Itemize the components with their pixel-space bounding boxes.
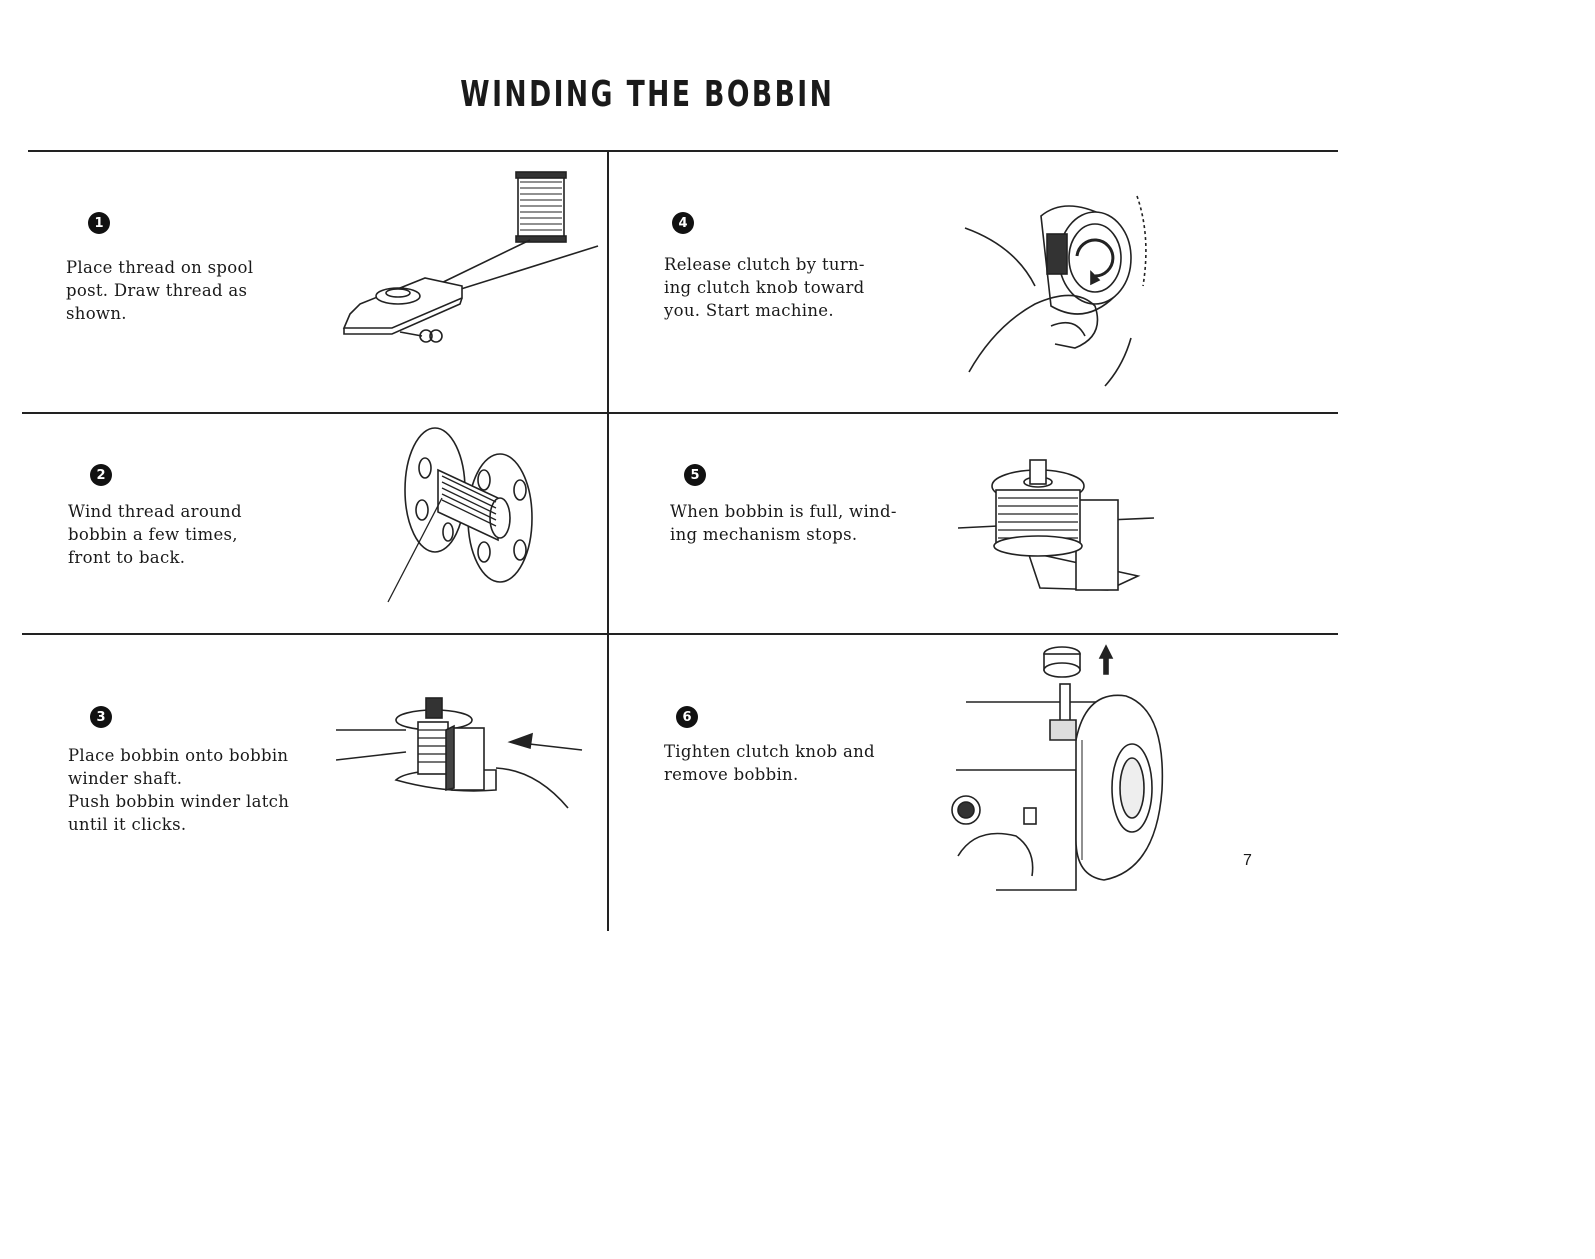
step-5-number: 5 <box>684 464 706 486</box>
page-number: 7 <box>1243 852 1252 870</box>
clutch-knob-icon <box>955 176 1155 401</box>
step-2-number: 2 <box>90 464 112 486</box>
bobbin-winder-shaft-icon <box>336 690 591 820</box>
step-2-text: Wind thread around bobbin a few times, f… <box>68 500 298 569</box>
row-divider-1 <box>22 412 1338 414</box>
step-4-text: Release clutch by turn- ing clutch knob … <box>664 253 904 322</box>
spool-thread-icon <box>330 168 605 368</box>
step-4-number: 4 <box>672 212 694 234</box>
page-title: WINDING THE BOBBIN <box>114 74 1180 115</box>
remove-bobbin-icon <box>936 640 1186 895</box>
step-5-text: When bobbin is full, wind- ing mechanism… <box>670 500 930 546</box>
bobbin-icon <box>380 420 550 610</box>
step-6-number: 6 <box>676 706 698 728</box>
full-bobbin-icon <box>958 452 1158 597</box>
column-divider <box>607 151 609 931</box>
step-1-text: Place thread on spool post. Draw thread … <box>66 256 296 325</box>
step-6-text: Tighten clutch knob and remove bobbin. <box>664 740 904 786</box>
step-1-number: 1 <box>88 212 110 234</box>
step-3-text: Place bobbin onto bobbin winder shaft. P… <box>68 744 318 836</box>
row-divider-2 <box>22 633 1338 635</box>
step-3-number: 3 <box>90 706 112 728</box>
top-divider <box>28 150 1338 152</box>
